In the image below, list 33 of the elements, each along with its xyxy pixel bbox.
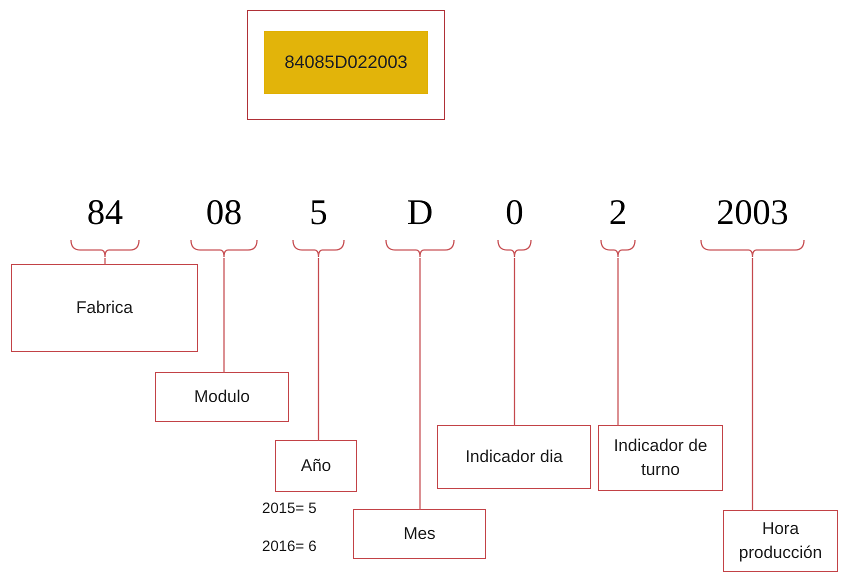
leader-line <box>617 258 619 425</box>
label-text: Fabrica <box>75 297 134 320</box>
code-digits: 84 <box>86 191 124 234</box>
label-text: Hora producción <box>738 518 824 564</box>
code-digits: D <box>406 191 434 234</box>
note-text: 2015= 5 <box>262 500 317 517</box>
leader-line <box>419 258 421 509</box>
leader-line <box>318 258 320 440</box>
label-box <box>155 372 289 422</box>
code-digits: 0 <box>504 191 524 234</box>
frame-box <box>247 10 445 120</box>
label-text: Indicador de turno <box>612 435 708 481</box>
leader-line <box>752 258 754 510</box>
label-text: Mes <box>402 523 437 546</box>
note-text: 2016= 6 <box>262 538 317 555</box>
label-box <box>275 440 357 492</box>
code-digits: 5 <box>308 191 328 234</box>
label-text: Año <box>300 455 332 478</box>
leader-line <box>223 258 225 372</box>
leader-line <box>514 258 516 425</box>
leader-line <box>104 258 106 264</box>
label-box <box>723 510 838 572</box>
label-box <box>353 509 486 559</box>
code-digits: 2003 <box>716 191 790 234</box>
label-text: Modulo <box>193 386 251 408</box>
label-box <box>598 425 723 491</box>
label-text: Indicador dia <box>464 446 564 468</box>
label-box <box>11 264 198 352</box>
code-box <box>264 31 428 94</box>
label-box <box>437 425 591 489</box>
code-digits: 08 <box>205 191 243 234</box>
code-digits: 2 <box>608 191 628 234</box>
code-text: 84085D022003 <box>283 50 409 74</box>
